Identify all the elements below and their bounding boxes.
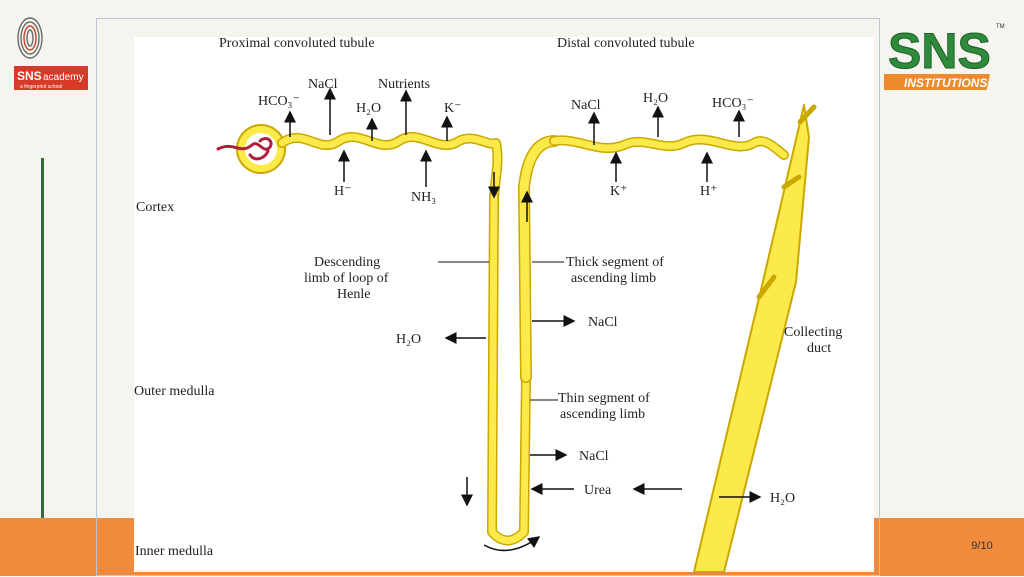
glomerulus <box>216 137 273 161</box>
dct-nacl: NaCl <box>571 98 601 113</box>
logo-right-tm: TM <box>996 24 1005 30</box>
nephron-tubule <box>216 104 817 573</box>
sns-institutions-logo: SNS TM INSTITUTIONS <box>876 18 1012 96</box>
thick-segment-label-1: Thick segment of <box>566 255 664 270</box>
logo-left-name: academy <box>43 72 84 83</box>
dct-h2o: H₂O <box>643 91 668 106</box>
pct-nacl: NaCl <box>308 77 338 92</box>
thin-nacl: NaCl <box>579 449 609 464</box>
title-distal-tubule: Distal convoluted tubule <box>557 37 695 51</box>
descending-limb-label-1: Descending <box>314 255 380 270</box>
dct-hco3: HCO₃⁻ <box>712 96 754 111</box>
urea-label: Urea <box>584 483 612 498</box>
dct-h: H⁺ <box>700 184 718 199</box>
fingerprint-icon <box>17 17 43 59</box>
pct-nh3: NH₃ <box>411 190 436 205</box>
thin-segment-label-2: ascending limb <box>560 407 645 422</box>
thick-segment-label-2: ascending limb <box>571 271 656 286</box>
dct-k: K⁺ <box>610 184 628 199</box>
pct-h: H⁻ <box>334 184 352 199</box>
pct-arrows <box>284 87 453 187</box>
collecting-duct-h2o: H₂O <box>770 491 795 506</box>
region-cortex: Cortex <box>136 200 174 215</box>
region-outer-medulla: Outer medulla <box>134 384 215 399</box>
sns-academy-logo: SNS academy a fingerprint school <box>12 10 90 92</box>
collecting-duct-label-2: duct <box>807 341 831 356</box>
title-proximal-tubule: Proximal convoluted tubule <box>219 37 375 51</box>
descending-limb-label-2: limb of loop of <box>304 271 389 286</box>
nephron-diagram: Proximal convoluted tubule Distal convol… <box>134 36 874 573</box>
left-accent-line <box>41 158 44 518</box>
logo-right-subtitle: INSTITUTIONS <box>904 76 987 90</box>
logo-left-brand: SNS <box>17 69 42 83</box>
page-number: 9/10 <box>971 540 993 552</box>
pct-k: K⁻ <box>444 101 462 116</box>
descending-h2o: H₂O <box>396 332 421 347</box>
dct-arrows <box>588 105 745 182</box>
logo-left-tagline: a fingerprint school <box>20 84 62 90</box>
flow-arrows <box>461 172 541 552</box>
pct-h2o: H₂O <box>356 101 381 116</box>
descending-limb-label-3: Henle <box>337 287 370 302</box>
logo-right-brand: SNS <box>888 23 991 79</box>
collecting-duct-label-1: Collecting <box>784 325 842 340</box>
pct-hco3: HCO₃⁻ <box>258 94 300 109</box>
pct-nutrients: Nutrients <box>378 77 430 92</box>
thick-nacl: NaCl <box>588 315 618 330</box>
region-inner-medulla: Inner medulla <box>135 544 214 559</box>
thin-segment-label-1: Thin segment of <box>558 391 650 406</box>
